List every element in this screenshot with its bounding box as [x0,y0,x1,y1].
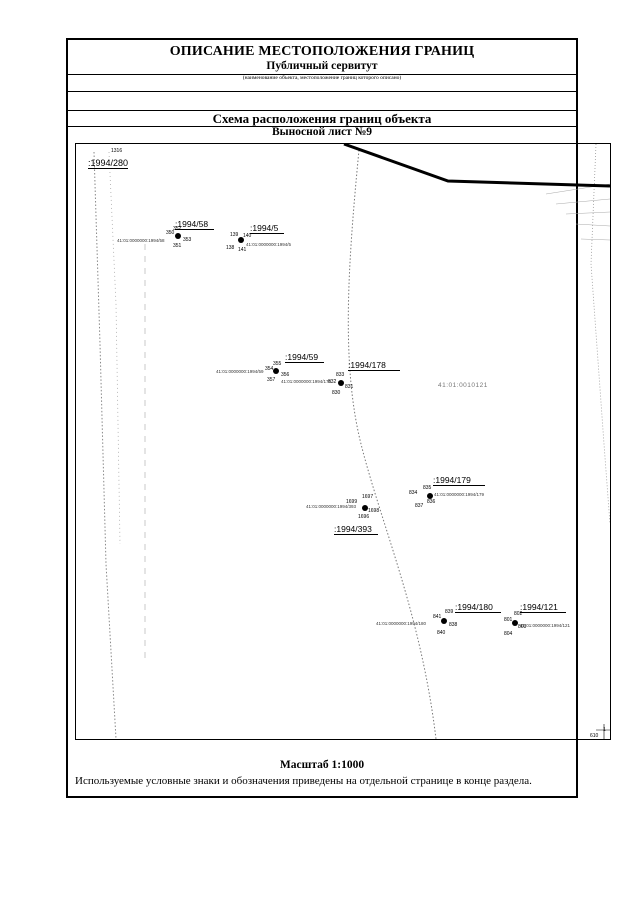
top-left-small: 1316 [111,148,123,154]
parcel-label: :1994/178 [348,360,400,371]
point-label: 833 [336,372,345,378]
parcel-small-label: 41:01:0000000:1994/178 [281,379,332,384]
header-block: ОПИСАНИЕ МЕСТОПОЛОЖЕНИЯ ГРАНИЦ Публичный… [68,40,576,92]
point-label: 803 [518,624,527,630]
point-label: 140 [243,233,252,239]
parcel-1994-393: 1697 1699 1698 1696 :1994/393 [324,494,394,540]
schema-title: Схема расположения границ объекта [68,111,576,127]
point-label: 138 [226,245,235,251]
point-label: 838 [449,622,458,628]
parcel-label: :1994/58 [175,219,215,230]
boundary-point-marker [512,620,518,626]
point-label: 353 [183,237,192,243]
parcel-small-label: 41:01:0000000:1994/5 [246,242,292,247]
map-frame: :1994/280 1316 :1994/58 352 350 353 351 … [75,143,611,740]
parcel-1994-5: :1994/5 139 140 138 141 [226,223,306,253]
point-label: 1699 [346,499,358,505]
point-label: 1696 [358,514,370,520]
parcel-label: :1994/180 [455,602,501,613]
parcel-1994-178: :1994/178 833 832 831 830 [328,360,418,396]
boundary-point-marker [338,380,344,386]
point-label: 832 [328,379,337,385]
corner-marker [596,724,610,739]
parcel-label: :1994/393 [334,524,378,535]
point-label: 802 [514,611,523,617]
boundary-point-marker [441,618,447,624]
point-label: 351 [173,243,182,249]
point-label: 350 [166,230,175,236]
parcel-1994-59: :1994/59 355 354 356 357 [261,352,341,384]
parcel-label: :1994/179 [433,475,485,486]
point-label: 837 [415,503,424,509]
hatch-edge-right [545,183,610,241]
parcel-label: :1994/5 [250,223,285,234]
boundary-point-marker [427,493,433,499]
road-boundary-right [590,144,610,525]
parcel-small-label: 41:01:0000000:1994/179 [434,492,485,497]
parcel-label: :1994/280 [88,158,129,168]
parcel-1994-280: :1994/280 [88,158,129,169]
boundary-point-marker [175,233,181,239]
point-label: 141 [238,247,247,253]
parcel-small-label: 41:01:0000000:1994/180 [376,621,427,626]
point-label: 355 [273,361,282,367]
quarter-label: 41:01:0010121 [438,382,488,389]
point-label: 835 [423,485,432,491]
point-label: 1697 [362,494,374,500]
subtitle-caption: (наименование объекта, местоположение гр… [242,75,402,81]
road-boundary-center [347,149,437,739]
parcel-small-label: 41:01:0000000:1994/58 [117,238,165,243]
parcel-1994-121: :1994/121 802 801 803 804 [504,602,594,638]
boundary-point-marker [273,368,279,374]
boundary-map [93,144,610,739]
document-title: ОПИСАНИЕ МЕСТОПОЛОЖЕНИЯ ГРАНИЦ [169,44,475,59]
corner-label: 1 [603,727,606,733]
point-label: 352 [173,226,182,232]
point-label: 354 [265,366,274,372]
parcel-small-label: 41:01:0000000:1994/121 [520,623,571,628]
point-label: 804 [504,631,513,637]
road-boundary-left [93,151,117,739]
point-label: 356 [281,372,290,378]
point-label: 830 [332,390,341,396]
point-label: 357 [267,377,276,383]
legend-note: Используемые условные знаки и обозначени… [75,775,532,787]
parcel-1994-180: :1994/180 839 841 838 840 [431,602,521,638]
sheet-title: Выносной лист №9 [271,126,373,138]
header-spacer [68,92,576,111]
point-label: 834 [409,490,418,496]
subtitle-underline [68,74,576,75]
point-label: 1698 [368,508,380,514]
boundary-point-marker [238,237,244,243]
parcel-1994-58: :1994/58 352 350 353 351 [161,219,241,249]
parcel-1994-179: :1994/179 835 834 836 837 [409,475,499,509]
point-label: 841 [433,614,442,620]
corner-label: 610 [590,733,599,739]
parcel-small-label: 41:01:0000000:1994/59 [216,369,264,374]
document-sheet: ОПИСАНИЕ МЕСТОПОЛОЖЕНИЯ ГРАНИЦ Публичный… [66,38,611,798]
boundary-point-marker [362,505,368,511]
point-label: 139 [230,232,239,238]
parcel-label: :1994/59 [285,352,325,363]
point-label: 839 [445,609,454,615]
road-boundary-left-2 [108,151,121,545]
document-subtitle: Публичный сервитут [266,60,378,72]
thick-boundary-line [343,144,610,188]
point-label: 831 [345,384,354,390]
point-label: 801 [504,617,513,623]
point-label: 840 [437,630,446,636]
parcel-small-label: 41:01:0000000:1994/393 [306,504,357,509]
map-scale: Масштаб 1:1000 [279,759,365,771]
parcel-label: :1994/121 [520,602,566,613]
point-label: 836 [427,499,436,505]
